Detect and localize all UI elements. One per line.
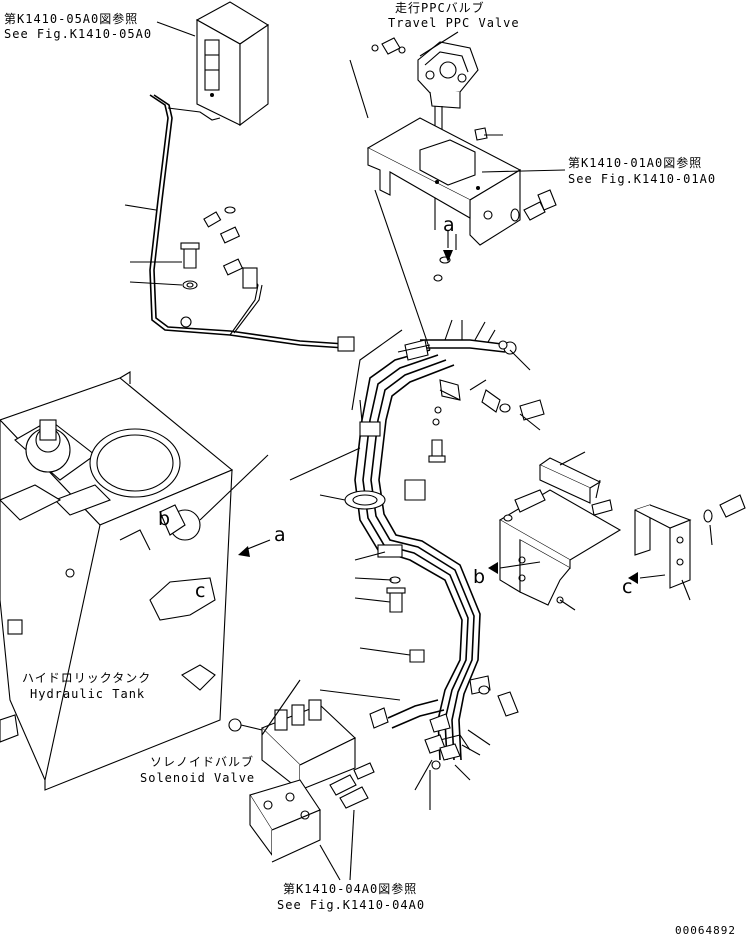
bracket-c: [634, 494, 746, 589]
ref-04a0-label-jp: 第K1410-04A0図参照: [283, 882, 418, 896]
leader-lines: [124, 21, 713, 881]
bracket-b: [498, 457, 622, 606]
wire-harness: [149, 94, 355, 352]
bracket-bolts: [433, 127, 557, 282]
drawing-number: 00064892: [675, 924, 736, 937]
solenoid-valve-label-en: Solenoid Valve: [140, 771, 256, 785]
hose-fittings: [387, 699, 471, 770]
hydraulic-tank: [0, 371, 234, 791]
valve-bracket: [366, 117, 522, 246]
valve-block: [249, 762, 375, 863]
ref-05a0-label-en: See Fig.K1410-05A0: [4, 27, 153, 41]
solenoid-valve: [228, 699, 389, 792]
travel-ppc-label-en: Travel PPC Valve: [388, 16, 520, 30]
view-letter-c-bracket: c: [622, 576, 633, 598]
view-arrow-a-bracket: [443, 230, 457, 262]
view-arrow-a-tank: [238, 539, 271, 557]
view-letter-a-tank: a: [274, 524, 286, 546]
hydraulic-tank-label-jp: ハイドロリックタンク: [22, 671, 152, 685]
view-letter-b-bracket: b: [473, 566, 486, 588]
solenoid-valve-label-jp: ソレノイドバルブ: [150, 755, 255, 769]
view-letter-a-bracket: a: [443, 214, 455, 236]
ref-04a0-label-en: See Fig.K1410-04A0: [277, 898, 426, 912]
ref-05a0-label-jp: 第K1410-05A0図参照: [4, 12, 139, 26]
hydraulic-tank-label-en: Hydraulic Tank: [30, 687, 146, 701]
view-arrows-right: [488, 561, 666, 584]
view-letter-c-tank: c: [195, 580, 206, 602]
ref-01a0-label-en: See Fig.K1410-01A0: [568, 172, 717, 186]
hose-clamps: [344, 379, 545, 717]
view-letter-b-tank: b: [158, 508, 171, 530]
travel-ppc-label-jp: 走行PPCバルブ: [395, 1, 485, 15]
harness-connectors: [180, 206, 244, 290]
controller-box: [195, 1, 270, 127]
travel-ppc-valve: [371, 37, 479, 230]
ref-01a0-label-jp: 第K1410-01A0図参照: [568, 156, 703, 170]
